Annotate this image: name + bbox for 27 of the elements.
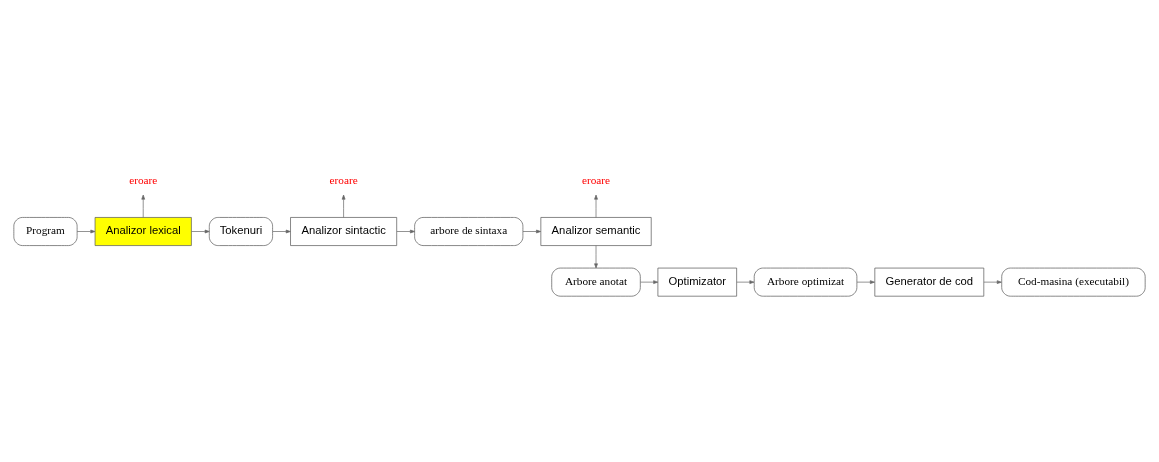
arrow [594, 244, 598, 268]
node-text: eroare [329, 173, 358, 186]
node-box: Generator de cod [874, 267, 985, 297]
arrow [522, 229, 541, 233]
arrow [141, 194, 146, 218]
arrow [640, 279, 659, 284]
node-box: Program [13, 216, 78, 246]
node-box: Optimizator [657, 267, 737, 297]
node-box: Arbore optimizat [753, 267, 858, 297]
node-box: Analizor semantic [540, 216, 652, 246]
node-box: Analizor lexical [94, 216, 192, 246]
node-box: arbore de sintaxa [414, 216, 524, 246]
arrow [736, 279, 755, 284]
arrow [396, 229, 415, 233]
arrow [594, 194, 598, 218]
node-box: Cod-masina (executabil) [1001, 267, 1146, 297]
arrow [272, 229, 291, 233]
arrow [856, 279, 875, 284]
node-box: Arbore anotat [551, 267, 641, 297]
arrow [341, 194, 346, 218]
node-box: Tokenuri [208, 216, 273, 246]
node-box: Analizor sintactic [290, 216, 398, 246]
arrow [191, 229, 210, 233]
node-text: eroare [129, 173, 158, 186]
arrow [983, 279, 1002, 284]
node-text: eroare [581, 173, 611, 186]
arrow [76, 229, 96, 233]
